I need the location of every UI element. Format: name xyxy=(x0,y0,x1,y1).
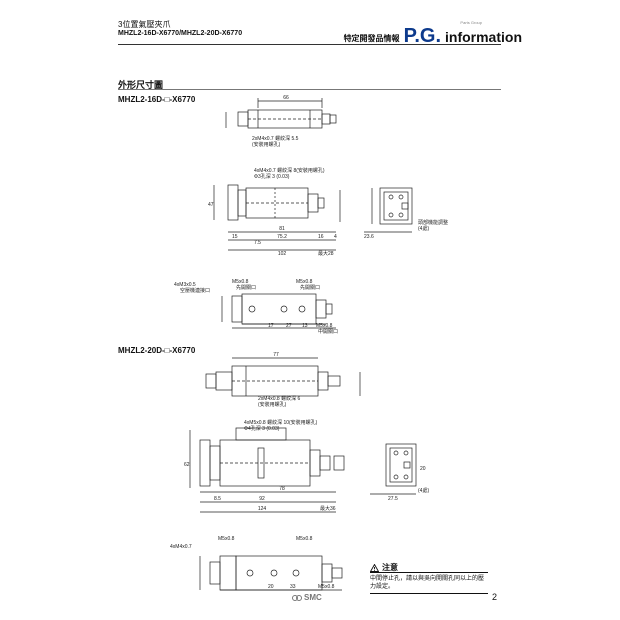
dim-16-thread-a: 2xM4x0.7 螺紋深 5.5 xyxy=(252,135,299,142)
dim-20-thread-b: 4xM5x0.8 螺紋深 10(安裝用螺孔) xyxy=(244,419,318,426)
dim-16-m5c-note: 中開關口 xyxy=(318,328,338,335)
warning-icon xyxy=(370,563,379,572)
dim-20-27-5: 27.5 xyxy=(388,496,398,502)
smc-logo-icon xyxy=(292,594,302,601)
smc-logo-text: SMC xyxy=(304,593,322,602)
dim-16-23-6: 23.6 xyxy=(364,234,374,240)
dim-20-length: 77 xyxy=(273,352,279,358)
dim-20-8-5: 8.5 xyxy=(214,496,221,502)
brand-pg: P.G. xyxy=(403,25,441,47)
dim-16-4: 4 xyxy=(334,234,337,240)
dim-20-20b: 20 xyxy=(268,584,274,590)
dim-20-thread-a-note: (安裝用螺孔) xyxy=(258,401,287,408)
page-number: 2 xyxy=(492,592,498,602)
dim-16-m5a-note: 先開關口 xyxy=(236,284,256,291)
brand-information: information xyxy=(445,29,522,45)
dim-16-thread-b-note: Φ3孔深 3 (0.03) xyxy=(254,173,290,180)
drawing-20-top-view xyxy=(205,357,361,397)
dim-20-height: 62 xyxy=(184,462,190,468)
dim-16-15: 15 xyxy=(232,234,238,240)
section-title: 外形尺寸圖 xyxy=(118,80,164,90)
dim-16-thread-b: 4xM4x0.7 螺紋深 8(安裝用螺孔) xyxy=(254,167,325,174)
dim-16-bot-left: 4xM3x0.5 xyxy=(174,282,196,288)
drawing-16-front-view xyxy=(213,184,341,251)
side-16-note-2: (4處) xyxy=(418,225,429,232)
special-product-label: 特定開發品情報 xyxy=(343,34,400,43)
dim-16-7: 7.5 xyxy=(254,240,261,246)
dim-20-m5a: M5x0.8 xyxy=(218,536,235,542)
side-20-note: (4處) xyxy=(418,487,429,494)
dim-20-thread-b-note: Φ4孔深 3 (0.03) xyxy=(244,425,280,432)
smc-logo: SMC xyxy=(292,593,322,602)
dim-20-bot-left: 4xM4x0.7 xyxy=(170,544,192,550)
model-16-label: MHZL2-16D-□-X6770 xyxy=(118,95,196,104)
dim-20-124: 124 xyxy=(258,506,267,512)
model-20-label: MHZL2-20D-□-X6770 xyxy=(118,346,196,355)
dim-16-height: 47 xyxy=(208,202,214,208)
dim-16-27: 27 xyxy=(286,323,292,329)
dim-16-thread-a-note: (安裝用螺孔) xyxy=(252,141,281,148)
warning-heading: 注意 xyxy=(370,562,398,573)
dim-20-thread-a: 2xM4x0.8 螺紋深 6 xyxy=(258,395,300,402)
drawing-16-top-view xyxy=(225,98,337,129)
drawing-16-bottom-view xyxy=(221,293,336,329)
header-divider xyxy=(118,44,501,45)
dim-16-length: 66 xyxy=(283,95,289,101)
title-line-1: 3位置氣壓夾爪 xyxy=(118,20,171,29)
document-title: 3位置氣壓夾爪 MHZL2-16D-X6770/MHZL2-20D-X6770 xyxy=(118,20,242,38)
dim-16-81: 81 xyxy=(279,226,285,232)
brand-block: Parts Group 特定開發品情報 P.G. information xyxy=(343,20,522,47)
dim-20-stroke: 最大36 xyxy=(320,505,336,512)
dim-16-17: 17 xyxy=(268,323,274,329)
dim-16-16: 16 xyxy=(318,234,324,240)
warning-title: 注意 xyxy=(382,563,398,572)
title-line-2: MHZL2-16D-X6770/MHZL2-20D-X6770 xyxy=(118,30,243,37)
side-16-note: 頭部機能調整 xyxy=(418,219,448,226)
dim-20-33: 33 xyxy=(290,584,296,590)
section-divider xyxy=(118,89,501,90)
dim-16-102: 102 xyxy=(278,251,287,257)
brand-small: Parts Group xyxy=(460,20,482,25)
dim-16-75: 75.2 xyxy=(277,234,287,240)
dim-16-m5a: M5x0.8 xyxy=(232,279,249,285)
dim-20-20: 20 xyxy=(420,466,426,472)
dim-16-bot-left-note: 空壓機連接口 xyxy=(180,287,210,294)
dim-16-m5b-note: 先開關口 xyxy=(300,284,320,291)
dim-20-m5b: M5x0.8 xyxy=(296,536,313,542)
dim-16-13: 13 xyxy=(302,323,308,329)
dim-20-m5c: M5x0.8 xyxy=(318,584,335,590)
dim-16-m5c: M5x0.8 xyxy=(316,323,333,329)
dim-20-92: 92 xyxy=(259,496,265,502)
drawing-20-front-view xyxy=(189,427,345,513)
drawing-20-bottom-view xyxy=(199,555,343,591)
dim-16-m5b: M5x0.8 xyxy=(296,279,313,285)
warning-text: 中間停止孔，請以與吳向開關孔同以上的壓力設定。 xyxy=(370,572,488,594)
dim-16-stroke: 最大28 xyxy=(318,250,334,257)
drawing-16-side-view xyxy=(364,187,413,233)
dim-20-78: 78 xyxy=(279,486,285,492)
drawing-20-side-view xyxy=(370,443,417,495)
